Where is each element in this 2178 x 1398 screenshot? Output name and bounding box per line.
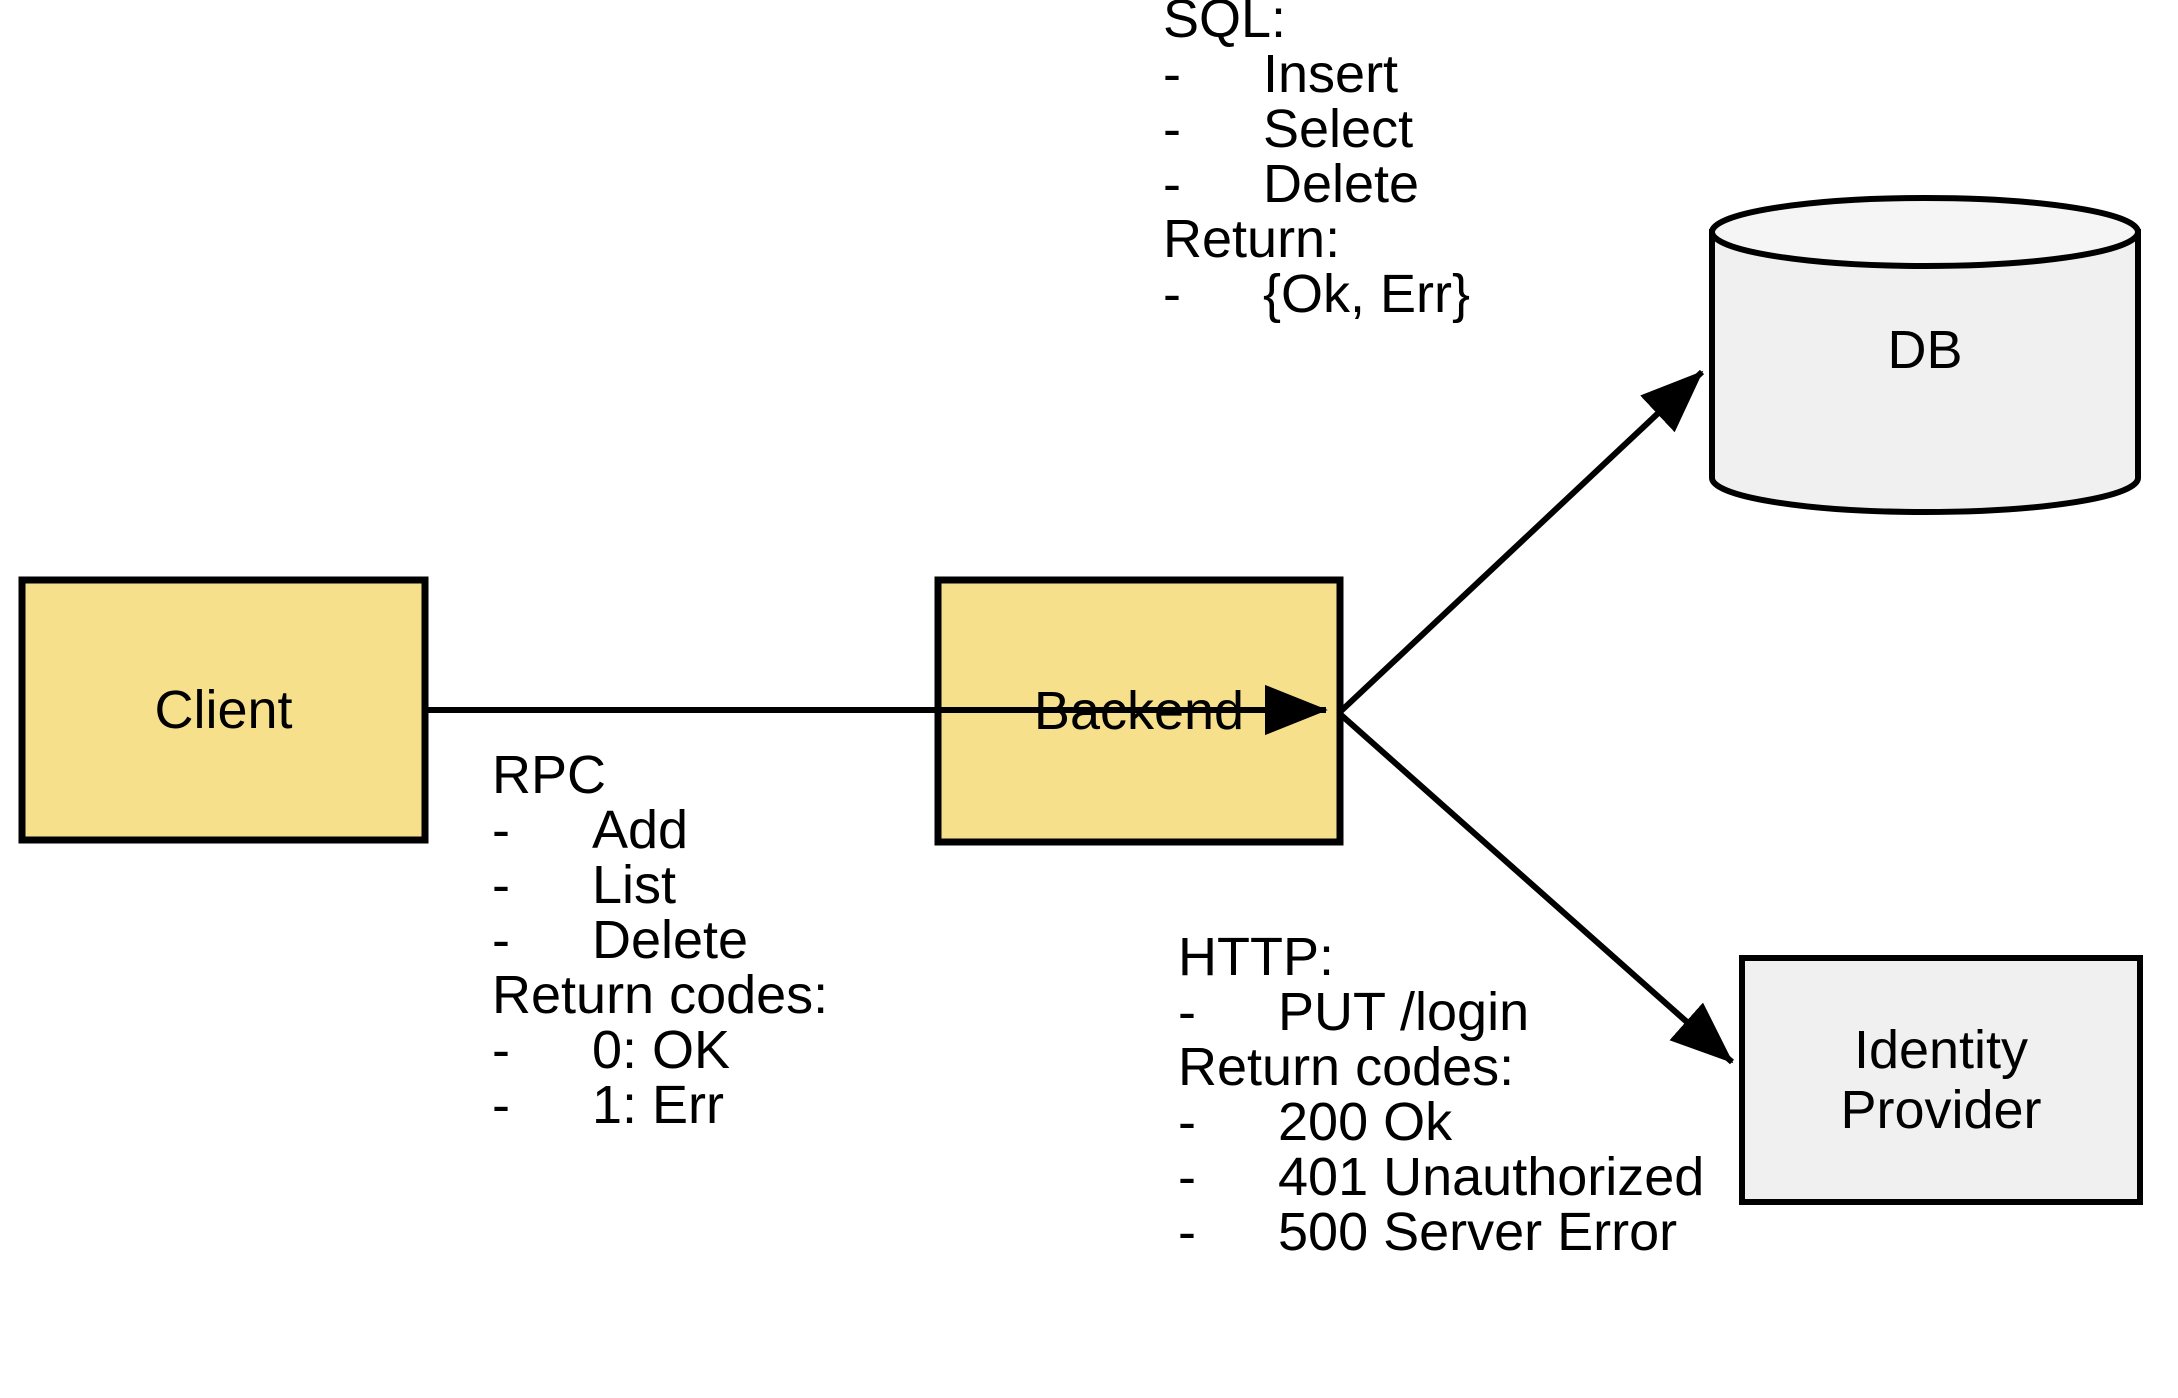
http-annotation-item-label: PUT /login (1278, 982, 1530, 1043)
bullet-dash: - (1178, 1092, 1196, 1153)
http-annotation-subitem: - 500 Server Error (1178, 1205, 1704, 1260)
sql-annotation-item: - Select (1163, 102, 1470, 157)
http-annotation-item: - PUT /login (1178, 982, 1704, 1043)
http-annotation-subheading: Return codes: (1178, 1037, 1515, 1098)
http-annotation-heading: HTTP: (1178, 927, 1334, 987)
http-annotation-subitem-label: 500 Server Error (1278, 1202, 1678, 1263)
bullet-dash: - (492, 855, 510, 916)
bullet-dash: - (492, 910, 510, 971)
rpc-annotation-subitem-label: 0: OK (592, 1020, 731, 1081)
sql-annotation-item: - Insert (1163, 44, 1470, 105)
rpc-annotation-item-label: List (592, 855, 677, 916)
db-node-label: DB (1887, 319, 1963, 380)
rpc-annotation-item: - Add (492, 800, 828, 861)
bullet-dash: - (1163, 264, 1181, 325)
http-annotation-subitem-label: 401 Unauthorized (1278, 1147, 1705, 1208)
sql-annotation-subitem: - {Ok, Err} (1163, 267, 1470, 322)
rpc-annotation-subitem: - 1: Err (492, 1078, 828, 1133)
rpc-annotation-item: - Delete (492, 913, 828, 968)
edge-backend-to-db (1337, 369, 1705, 715)
sql-annotation: SQL: - Insert - Select - Delete Return: - {O… (1163, 0, 1470, 322)
sql-annotation-item-label: Select (1263, 99, 1414, 160)
http-annotation-subitem-label: 200 Ok (1278, 1092, 1453, 1153)
bullet-dash: - (492, 1075, 510, 1136)
sql-annotation-item-label: Insert (1263, 44, 1399, 105)
rpc-annotation-subitem-label: 1: Err (592, 1075, 725, 1136)
rpc-annotation-heading: RPC (492, 745, 607, 805)
rpc-annotation-item-label: Add (592, 800, 689, 861)
bullet-dash: - (492, 1020, 510, 1081)
identity-provider-node-label: Identity Provider (1840, 1019, 2042, 1140)
backend-node-label: Backend (1033, 680, 1245, 741)
rpc-annotation-item-label: Delete (592, 910, 749, 971)
sql-annotation-item-label: Delete (1263, 154, 1420, 215)
bullet-dash: - (1163, 154, 1181, 215)
bullet-dash: - (1163, 44, 1181, 105)
bullet-dash: - (1178, 1202, 1196, 1263)
bullet-dash: - (1178, 982, 1196, 1043)
rpc-annotation-item: - List (492, 858, 828, 913)
bullet-dash: - (492, 800, 510, 861)
sql-annotation-subheading: Return: (1163, 209, 1341, 270)
bullet-dash: - (1178, 1147, 1196, 1208)
sql-annotation-heading: SQL: (1163, 0, 1287, 49)
http-annotation-subitem: - 200 Ok (1178, 1095, 1704, 1150)
rpc-annotation: RPC - Add - List - Delete Return codes: - 0:… (492, 745, 829, 1134)
client-node-label: Client (154, 679, 293, 740)
rpc-annotation-subitem: - 0: OK (492, 1023, 828, 1078)
sql-annotation-item: - Delete (1163, 157, 1470, 212)
http-annotation-subitem: - 401 Unauthorized (1178, 1150, 1704, 1205)
http-annotation: HTTP: -PUT /login Return codes: -200 Ok … (1178, 927, 1704, 1260)
db-node-top-ellipse (1709, 195, 2141, 269)
sql-annotation-subitem-label: {Ok, Err} (1263, 264, 1471, 325)
rpc-annotation-subheading: Return codes: (492, 965, 829, 1026)
bullet-dash: - (1163, 99, 1181, 160)
